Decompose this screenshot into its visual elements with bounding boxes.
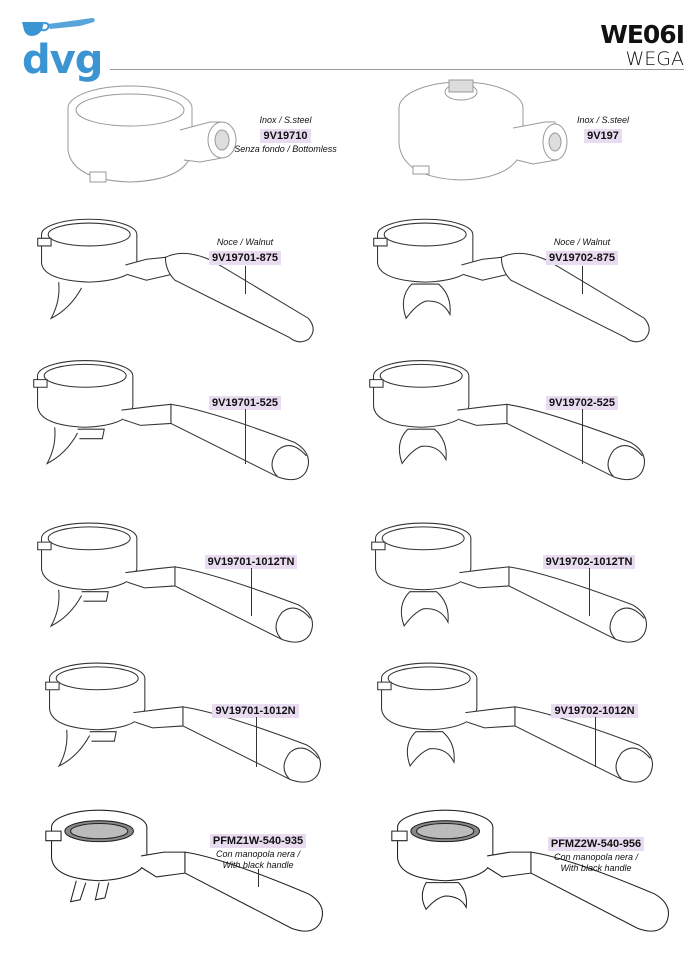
part-callout: Inox / S.steel 9V197 [568,115,638,144]
part-code: 9V19702-1012N [551,704,638,718]
portafilter-1012tn-double-drawing [366,510,671,660]
portafilter-black-single-drawing [42,795,347,955]
part-description: With black handle [222,860,294,870]
brand-name: WEGA [625,48,684,70]
portafilter-525-single-drawing [28,345,333,500]
header-title: WE06I WEGA [600,20,685,70]
portafilter-walnut-single-drawing [32,210,337,360]
part-description: Con manopola nera / [553,852,639,862]
leader-line [245,266,246,294]
part-code: 9V19702-525 [545,396,619,410]
material-note: Inox / S.steel [259,115,312,125]
spout-body-drawing [393,74,578,189]
leader-line [582,266,583,294]
part-callout: Noce / Walnut 9V19701-875 [200,237,290,294]
leader-line [251,568,252,616]
part-callout: 9V19702-1012N [542,701,647,767]
part-code: 9V19701-525 [208,396,282,410]
leader-line [245,409,246,464]
espresso-cup-icon [22,18,95,36]
leader-line [258,869,259,887]
bottomless-body-drawing [60,70,240,195]
part-callout: Inox / S.steel 9V19710 Senza fondo / Bot… [228,115,343,155]
dvg-logo: dvg [18,14,103,84]
portafilter-1012n-double-drawing [372,650,677,800]
portafilter-black-double-drawing [388,795,693,955]
portafilter-525-double-drawing [364,345,669,500]
portafilter-walnut-double-drawing [368,210,673,360]
part-code: PFMZ2W-540-956 [547,837,645,851]
part-callout: 9V19701-525 [200,393,290,464]
leader-line [589,568,590,616]
portafilter-1012n-single-drawing [40,650,345,800]
logo-wordmark: dvg [22,37,103,83]
leader-line [582,409,583,464]
part-code: 9V19702-1012TN [542,555,636,569]
part-callout: 9V19702-525 [537,393,627,464]
part-callout: 9V19702-1012TN [534,552,644,616]
part-description: Con manopola nera / [215,849,301,859]
portafilter-1012tn-single-drawing [32,510,337,660]
part-code: 9V19701-1012TN [204,555,298,569]
part-callout: PFMZ1W-540-935 Con manopola nera / With … [198,831,318,887]
part-callout: PFMZ2W-540-956 Con manopola nera / With … [536,834,656,874]
part-code: 9V197 [584,129,622,143]
part-code: 9V19701-1012N [212,704,299,718]
part-description: With black handle [560,863,632,873]
material-note: Noce / Walnut [216,237,274,247]
model-code: WE06I [600,20,685,49]
part-description: Senza fondo / Bottomless [234,144,337,154]
material-note: Noce / Walnut [553,237,611,247]
header-divider [110,69,684,70]
part-callout: 9V19701-1012TN [196,552,306,616]
leader-line [255,717,257,767]
part-code: 9V19702-875 [545,251,619,265]
part-callout: Noce / Walnut 9V19702-875 [537,237,627,294]
part-callout: 9V19701-1012N [203,701,308,767]
part-code: 9V19701-875 [208,251,282,265]
part-code: 9V19710 [260,129,311,143]
leader-line [594,717,596,767]
part-code: PFMZ1W-540-935 [209,834,307,848]
material-note: Inox / S.steel [576,115,630,125]
